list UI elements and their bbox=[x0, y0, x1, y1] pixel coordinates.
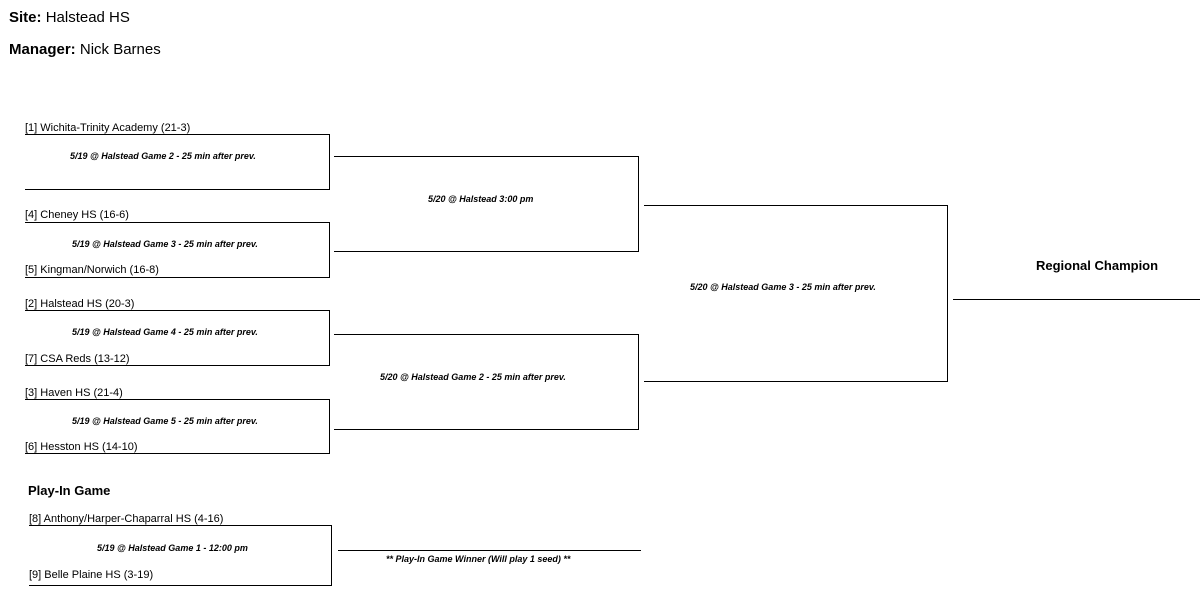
final-bottom-line bbox=[644, 381, 948, 382]
r1-m3-bottom-line bbox=[25, 365, 330, 366]
r1-m3-game: 5/19 @ Halstead Game 4 - 25 min after pr… bbox=[72, 327, 258, 337]
r1-m1-top-line bbox=[25, 134, 330, 135]
r1-m4-top-team: [3] Haven HS (21-4) bbox=[25, 387, 123, 399]
play-in-winner-line bbox=[338, 550, 641, 551]
play-in-top-line bbox=[29, 525, 332, 526]
play-in-bottom-line bbox=[29, 585, 332, 586]
play-in-connector bbox=[331, 525, 332, 586]
champion-line bbox=[953, 299, 1200, 300]
r2-m2-top-line bbox=[334, 334, 639, 335]
site-line: Site: Halstead HS bbox=[9, 9, 130, 26]
r2-m1-connector bbox=[638, 156, 639, 252]
r1-m2-bottom-team: [5] Kingman/Norwich (16-8) bbox=[25, 264, 159, 276]
r1-m2-connector bbox=[329, 222, 330, 278]
site-value: Halstead HS bbox=[45, 9, 130, 26]
r2-m1-top-line bbox=[334, 156, 639, 157]
r1-m1-bottom-line bbox=[25, 189, 330, 190]
manager-label: Manager: bbox=[9, 41, 76, 58]
r1-m3-top-line bbox=[25, 310, 330, 311]
play-in-top-team: [8] Anthony/Harper-Chaparral HS (4-16) bbox=[29, 513, 224, 525]
play-in-game: 5/19 @ Halstead Game 1 - 12:00 pm bbox=[97, 543, 248, 553]
r2-m1-game: 5/20 @ Halstead 3:00 pm bbox=[428, 194, 534, 204]
r1-m4-bottom-line bbox=[25, 453, 330, 454]
play-in-title: Play-In Game bbox=[28, 483, 111, 498]
regional-champion-label: Regional Champion bbox=[1036, 258, 1159, 273]
r1-m4-bottom-team: [6] Hesston HS (14-10) bbox=[25, 441, 138, 453]
r1-m3-bottom-team: [7] CSA Reds (13-12) bbox=[25, 353, 130, 365]
r2-m1-bottom-line bbox=[334, 251, 639, 252]
manager-line: Manager: Nick Barnes bbox=[9, 41, 161, 58]
r1-m1-top-team: [1] Wichita-Trinity Academy (21-3) bbox=[25, 122, 191, 134]
final-top-line bbox=[644, 205, 948, 206]
r1-m4-connector bbox=[329, 399, 330, 454]
final-game: 5/20 @ Halstead Game 3 - 25 min after pr… bbox=[690, 282, 876, 292]
r1-m4-top-line bbox=[25, 399, 330, 400]
r1-m2-top-line bbox=[25, 222, 330, 223]
r1-m1-connector bbox=[329, 134, 330, 190]
r1-m3-connector bbox=[329, 310, 330, 366]
manager-value: Nick Barnes bbox=[79, 41, 161, 58]
r1-m2-game: 5/19 @ Halstead Game 3 - 25 min after pr… bbox=[72, 239, 258, 249]
r1-m3-top-team: [2] Halstead HS (20-3) bbox=[25, 298, 135, 310]
r2-m2-connector bbox=[638, 334, 639, 430]
r2-m2-bottom-line bbox=[334, 429, 639, 430]
r1-m4-game: 5/19 @ Halstead Game 5 - 25 min after pr… bbox=[72, 416, 258, 426]
r1-m2-bottom-line bbox=[25, 277, 330, 278]
r2-m2-game: 5/20 @ Halstead Game 2 - 25 min after pr… bbox=[380, 372, 566, 382]
play-in-bottom-team: [9] Belle Plaine HS (3-19) bbox=[29, 569, 154, 581]
r1-m1-game: 5/19 @ Halstead Game 2 - 25 min after pr… bbox=[70, 151, 256, 161]
site-label: Site: bbox=[9, 9, 42, 26]
final-connector bbox=[947, 205, 948, 382]
r1-m2-top-team: [4] Cheney HS (16-6) bbox=[25, 209, 129, 221]
play-in-winner-note: ** Play-In Game Winner (Will play 1 seed… bbox=[386, 554, 571, 564]
